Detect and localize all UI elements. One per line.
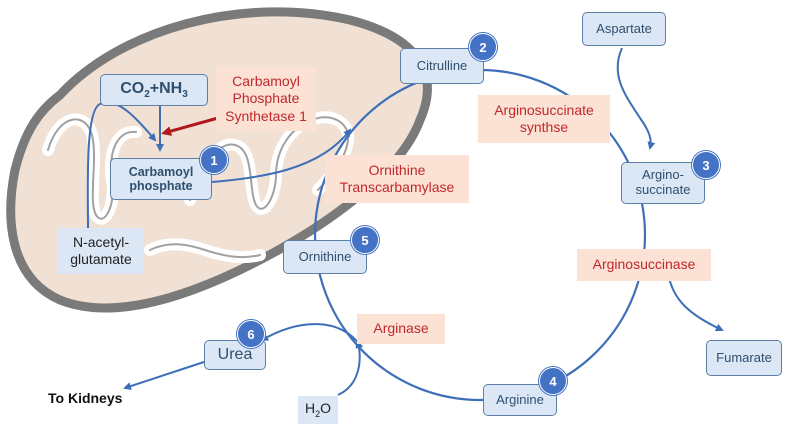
step-3-badge: 3 (692, 151, 720, 179)
step-6-badge: 6 (237, 320, 265, 348)
argininosuccinate-box: Argino-succinate (621, 162, 705, 204)
enzyme-arginase: Arginase (357, 314, 445, 344)
co2-nh3-label: CO2+NH3 (120, 79, 188, 100)
arrow-aspartate (616, 47, 656, 150)
arrow-to-kidneys (123, 359, 211, 390)
step-5-badge: 5 (351, 226, 379, 254)
enzyme-argininosuccinase: Arginosuccinase (577, 249, 711, 281)
arrow-cp-to-citrulline (211, 128, 352, 183)
arrow-to-urea (260, 323, 361, 346)
step-1-badge: 1 (200, 146, 228, 174)
arrow-nag-to-cp (86, 101, 157, 229)
arrow-cps1 (161, 116, 219, 136)
to-kidneys-label: To Kidneys (48, 390, 123, 406)
fumarate-box: Fumarate (706, 340, 782, 376)
aspartate-box: Aspartate (582, 12, 666, 46)
arrow-water (337, 340, 364, 396)
water-label: H2O (298, 396, 338, 424)
co2-nh3-box: CO2+NH3 (100, 74, 208, 106)
n-acetyl-glutamate-label: N-acetyl-glutamate (58, 228, 144, 274)
step-4-badge: 4 (539, 367, 567, 395)
step-2-badge: 2 (469, 33, 497, 61)
